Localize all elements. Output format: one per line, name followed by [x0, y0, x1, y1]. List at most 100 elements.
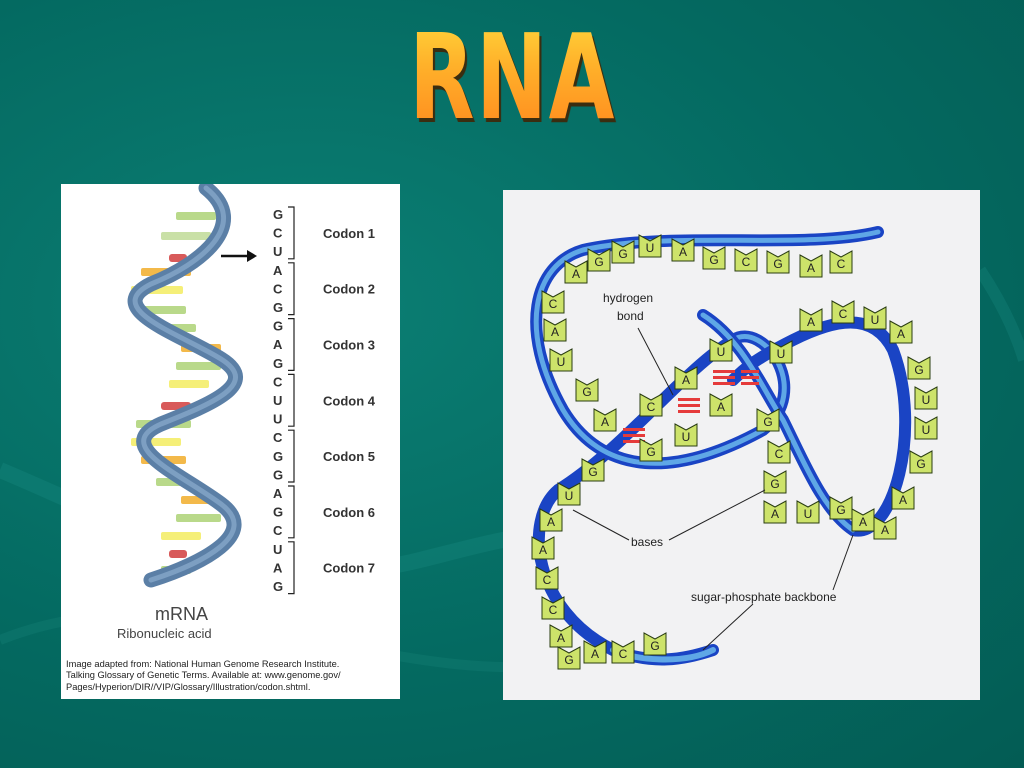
base-letter: C	[273, 374, 283, 389]
bases-label: bases	[631, 535, 663, 549]
nucleotide-base: C	[535, 566, 559, 590]
base-letter: C	[839, 307, 848, 321]
nucleotide-base: G	[643, 632, 667, 656]
base-letter: U	[557, 355, 566, 369]
nucleotide-base: C	[541, 596, 565, 620]
nucleotide-base: G	[581, 458, 605, 482]
nucleotide-base: U	[674, 423, 698, 447]
base-letter: G	[646, 445, 655, 459]
base-letter: G	[650, 639, 659, 653]
nucleotide-base: C	[767, 440, 791, 464]
nucleotide-base: C	[831, 300, 855, 324]
codon-bracket	[288, 485, 295, 539]
nucleotide-base: A	[583, 640, 607, 664]
nucleotide-base: C	[639, 393, 663, 417]
hydrogen-bond-stripes	[623, 370, 759, 443]
base-letter: G	[594, 255, 603, 269]
nucleotide-base: G	[557, 646, 581, 670]
nucleotide-base: U	[796, 500, 820, 524]
base-letter: U	[273, 393, 282, 408]
nucleotide-base: U	[638, 234, 662, 258]
base-letter: G	[273, 300, 283, 315]
base-letter: A	[557, 631, 565, 645]
base-letter: A	[273, 337, 283, 352]
codon-label: Codon 2	[323, 282, 375, 297]
nucleotide-base: G	[763, 470, 787, 494]
nucleotide-base: U	[863, 306, 887, 330]
nucleotide-base: C	[734, 248, 758, 272]
codon-label: Codon 3	[323, 338, 375, 353]
nucleotide-base: A	[763, 500, 787, 524]
codon-bracket	[288, 318, 295, 371]
nucleotide-base: A	[709, 393, 733, 417]
nucleotide-base: G	[575, 378, 599, 402]
backbone-pointer-1	[702, 603, 754, 651]
nucleotide-base: G	[639, 438, 663, 462]
nucleotide-base: A	[671, 238, 695, 262]
nucleotide-base: A	[549, 624, 573, 648]
nucleotide-base: G	[702, 246, 726, 270]
nucleotide-base: A	[543, 318, 567, 342]
base-letter: U	[871, 313, 880, 327]
base-letter: C	[619, 647, 628, 661]
codon-bracket	[288, 373, 295, 427]
base-letter: A	[897, 327, 905, 341]
codon-label: Codon 5	[323, 449, 375, 464]
base-letter: G	[273, 207, 283, 222]
hydrogen-bond-pointer	[637, 327, 674, 396]
base-letter: A	[717, 400, 725, 414]
nucleotide-base: G	[766, 250, 790, 274]
base-letter: C	[273, 226, 283, 241]
base-letter: G	[273, 579, 283, 594]
base-letter: G	[273, 319, 283, 334]
nucleotide-base: G	[907, 356, 931, 380]
nucleotide-base: G	[829, 496, 853, 520]
bases-pointer-right	[668, 489, 766, 541]
base-letter: C	[273, 281, 283, 296]
codon-bracket	[288, 541, 295, 595]
nucleotide-base: A	[531, 536, 555, 560]
base-letter: G	[564, 653, 573, 667]
base-letter: A	[539, 543, 547, 557]
nucleotide-base: A	[593, 408, 617, 432]
base-letter: A	[807, 315, 815, 329]
codon-label: Codon 1	[323, 226, 375, 241]
base-letter: U	[682, 430, 691, 444]
base-letter: G	[836, 503, 845, 517]
backbone-pointer-2	[832, 534, 854, 591]
codon-label: Codon 4	[323, 393, 376, 408]
base-letter: A	[682, 373, 690, 387]
nucleotide-base: A	[889, 320, 913, 344]
base-letter: U	[273, 412, 282, 427]
base-letter: G	[618, 247, 627, 261]
hydrogen-bond-label-1: hydrogen	[603, 291, 653, 305]
base-letter: A	[551, 325, 559, 339]
base-letter: C	[775, 447, 784, 461]
base-letter: U	[717, 345, 726, 359]
nucleotide-base: C	[829, 250, 853, 274]
nucleotide-base: G	[587, 248, 611, 272]
nucleotide-base: U	[549, 348, 573, 372]
nucleotide-base: A	[891, 486, 915, 510]
base-letter: U	[273, 244, 282, 259]
base-letter: G	[273, 356, 283, 371]
base-letter: G	[273, 449, 283, 464]
base-letter: U	[804, 507, 813, 521]
mrna-caption-subtitle: Ribonucleic acid	[117, 626, 212, 641]
nucleotide-base: G	[611, 240, 635, 264]
base-letter: U	[565, 489, 574, 503]
nucleotide-base: U	[709, 338, 733, 362]
base-letter: A	[679, 245, 687, 259]
arrow-right-icon	[221, 250, 257, 262]
nucleotide-base: U	[914, 386, 938, 410]
base-letter: A	[547, 515, 555, 529]
base-letter: C	[543, 573, 552, 587]
base-letter: C	[549, 603, 558, 617]
